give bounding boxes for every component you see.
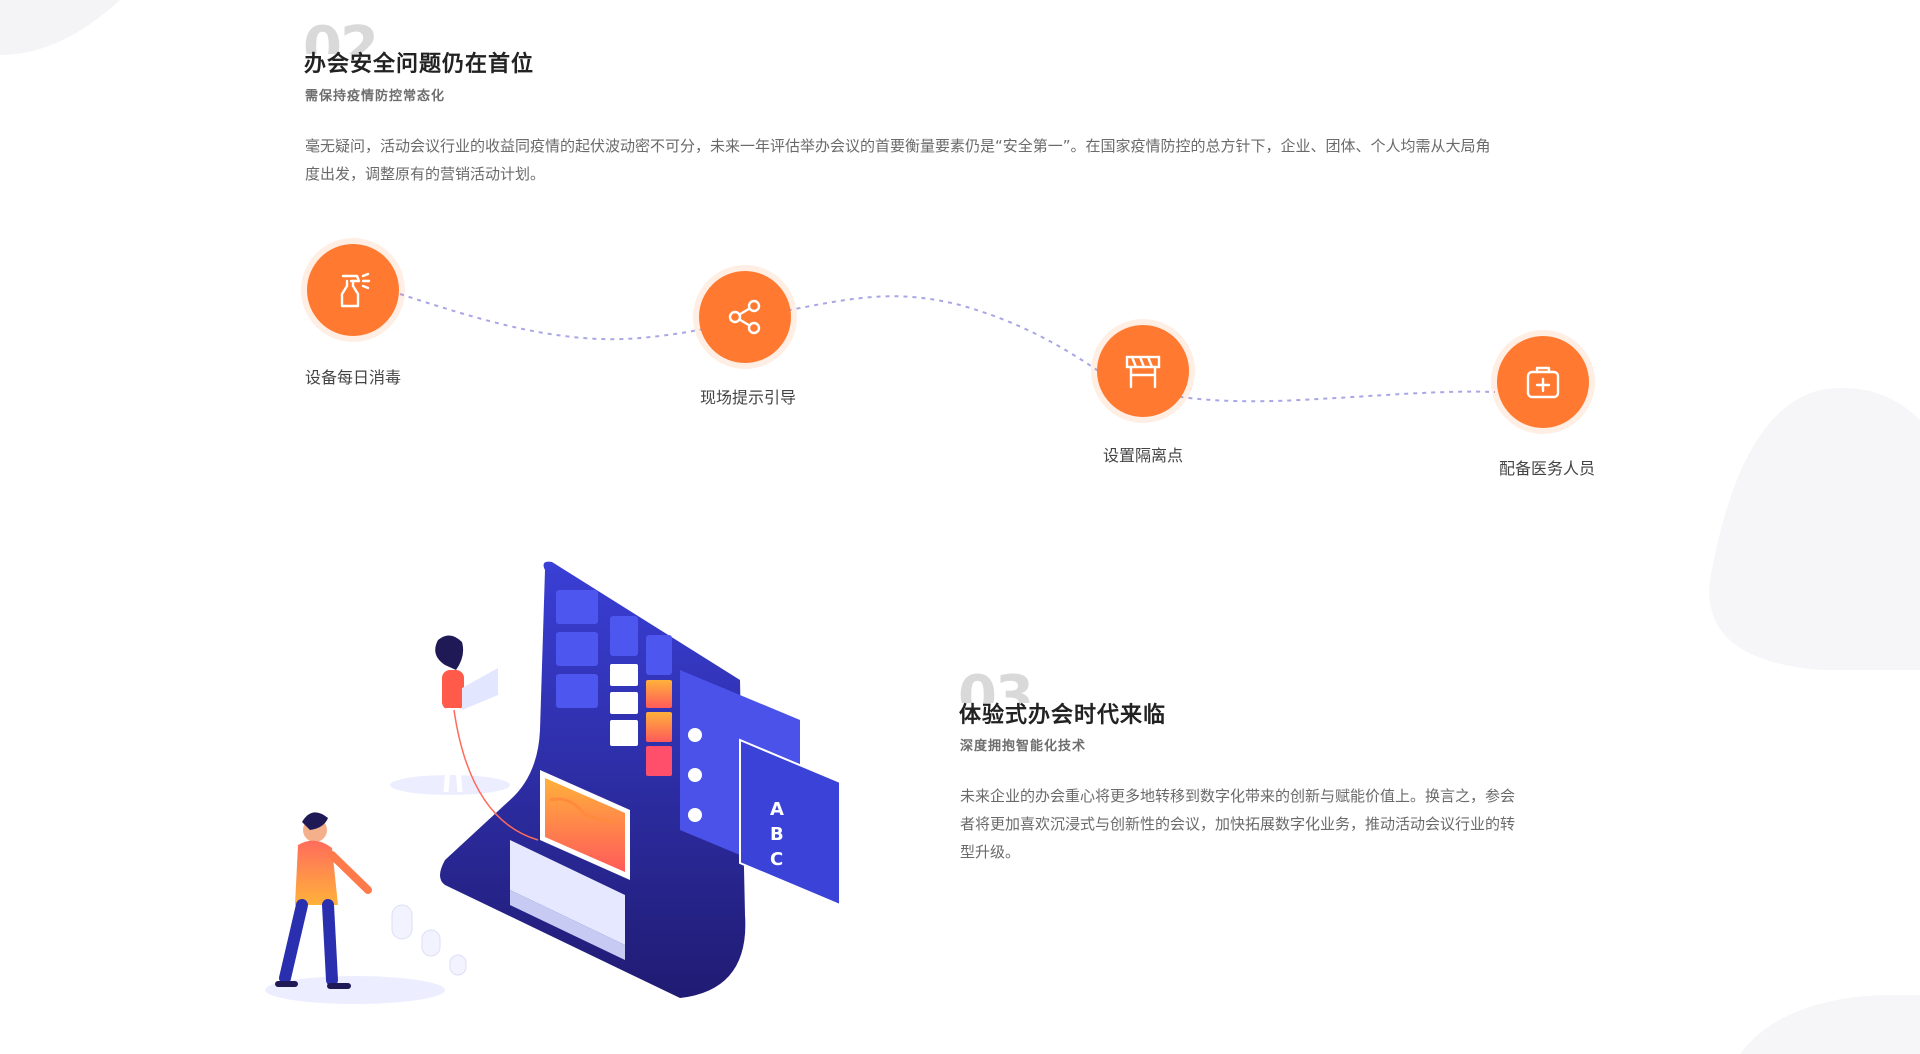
step-guidance-button[interactable] (699, 271, 791, 363)
background-blob-top-left (0, 0, 120, 55)
digital-conference-illustration: A B C (265, 561, 841, 1004)
svg-text:A: A (770, 799, 784, 820)
section-number-02: 02 (303, 20, 377, 54)
step-disinfect-button[interactable] (307, 244, 399, 336)
step-label-isolation: 设置隔离点 (1103, 446, 1184, 465)
step-isolation-button[interactable] (1097, 325, 1189, 417)
background-blob-bottom-right (1740, 995, 1920, 1054)
background-blob-right (1709, 388, 1920, 670)
steps-dashed-path (399, 293, 1496, 403)
svg-text:C: C (770, 849, 783, 870)
section-subtitle-experience: 深度拥抱智能化技术 (960, 739, 1087, 754)
step-label-disinfect: 设备每日消毒 (305, 368, 402, 387)
section-body-safety: 毫无疑问，活动会议行业的收益同疫情的起伏波动密不可分，未来一年评估举办会议的首要… (305, 137, 1491, 183)
medical-kit-icon (1526, 366, 1560, 399)
share-icon (728, 299, 761, 335)
step-label-medical: 配备医务人员 (1499, 459, 1596, 478)
section-number-03: 03 (958, 669, 1032, 703)
barrier-icon (1125, 355, 1161, 389)
spray-bottle-icon (340, 272, 371, 308)
step-label-guidance: 现场提示引导 (700, 388, 797, 407)
section-body-experience: 未来企业的办会重心将更多地转移到数字化带来的创新与赋能价值上。换言之，参会者将更… (960, 787, 1516, 861)
section-title-safety: 办会安全问题仍在首位 (304, 52, 535, 77)
svg-text:B: B (770, 824, 784, 845)
step-medical-button[interactable] (1497, 336, 1589, 428)
section-subtitle-safety: 需保持疫情防控常态化 (305, 89, 446, 104)
section-title-experience: 体验式办会时代来临 (959, 703, 1167, 728)
